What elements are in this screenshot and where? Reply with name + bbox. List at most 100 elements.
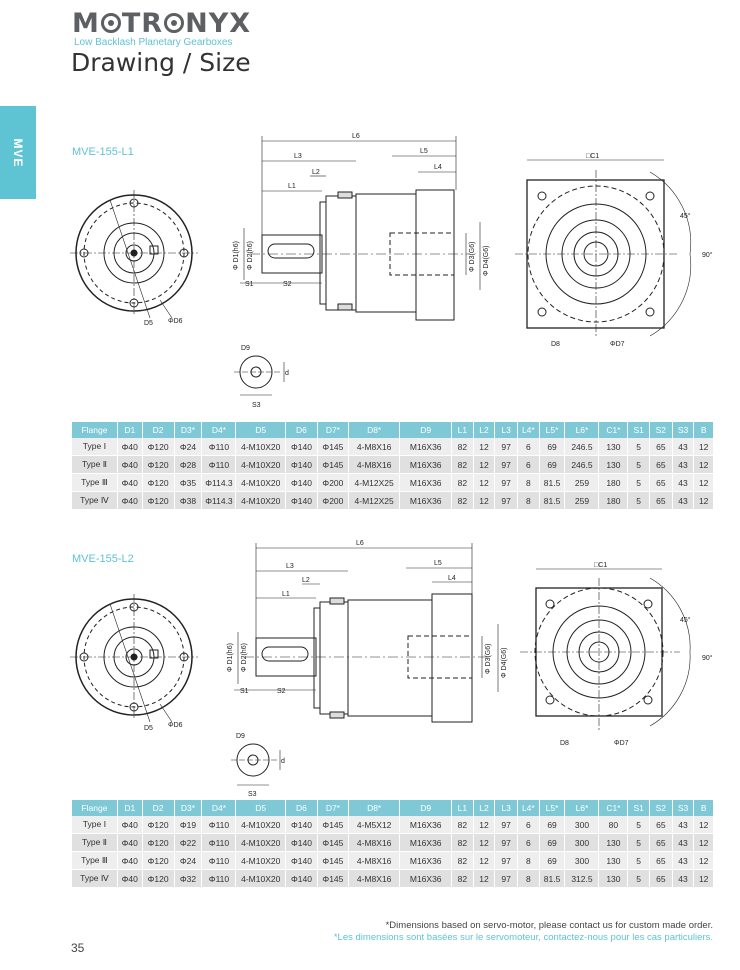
dim-angle-90: 90° xyxy=(702,251,713,259)
dim-d2: Φ D2(h6) xyxy=(241,643,248,672)
col-header: C1* xyxy=(598,422,629,438)
col-header: D5 xyxy=(235,800,286,816)
col-header: L1 xyxy=(451,422,474,438)
table-cell: Φ40 xyxy=(117,833,143,852)
col-header: S2 xyxy=(649,422,673,438)
table-cell: 65 xyxy=(649,816,673,834)
col-header: D4* xyxy=(201,422,237,438)
dim-l3: L3 xyxy=(294,153,302,160)
table-cell: 43 xyxy=(672,455,695,474)
table-cell: 82 xyxy=(451,851,474,870)
table-cell: M16X36 xyxy=(399,833,452,852)
table-cell: 82 xyxy=(451,833,474,852)
col-header: Flange xyxy=(72,422,118,438)
col-header: L6* xyxy=(564,422,600,438)
table-cell: 12 xyxy=(473,869,496,888)
table-cell: 4-M10X20 xyxy=(235,491,286,510)
table-cell: 12 xyxy=(473,816,496,834)
table-cell: 12 xyxy=(693,833,714,852)
table-cell: 246.5 xyxy=(564,438,600,456)
col-header: D3* xyxy=(174,422,203,438)
col-header: S1 xyxy=(627,422,650,438)
table-cell: Φ140 xyxy=(285,491,318,510)
table-cell: Φ200 xyxy=(317,473,349,492)
col-header: D8* xyxy=(348,422,401,438)
table-cell: 5 xyxy=(627,491,650,510)
col-header: S3 xyxy=(672,422,695,438)
dim-s1: S1 xyxy=(245,281,254,288)
dim-l2: L2 xyxy=(302,577,310,584)
model-title-l1: MVE-155-L1 xyxy=(72,146,134,158)
dim-d3: Φ D3(G6) xyxy=(485,644,492,674)
dim-d3: Φ D3(G6) xyxy=(469,242,476,272)
table-cell: 5 xyxy=(627,455,650,474)
col-header: S2 xyxy=(649,800,673,816)
table-cell: 81.5 xyxy=(539,473,566,492)
table-cell: 130 xyxy=(598,833,629,852)
dim-d: d xyxy=(281,758,285,765)
table-cell: 4-M8X16 xyxy=(348,851,401,870)
col-header: S3 xyxy=(672,800,695,816)
dim-s1: S1 xyxy=(240,688,249,695)
footnote-en: *Dimensions based on servo-motor, please… xyxy=(385,920,713,931)
table-cell: 246.5 xyxy=(564,455,600,474)
table-cell: 12 xyxy=(693,473,714,492)
table-cell: Φ120 xyxy=(142,473,175,492)
table-cell: 12 xyxy=(473,473,496,492)
col-header: L6* xyxy=(564,800,600,816)
table-cell: Φ110 xyxy=(201,869,237,888)
table-cell: Φ35 xyxy=(174,473,203,492)
table-cell: Φ24 xyxy=(174,438,203,456)
table-cell: 259 xyxy=(564,491,600,510)
table-cell: 8 xyxy=(517,869,540,888)
table-cell: Φ120 xyxy=(142,491,175,510)
dim-l1: L1 xyxy=(282,591,290,598)
table-cell: Φ32 xyxy=(174,869,203,888)
dim-l4: L4 xyxy=(448,575,456,582)
table-cell: 5 xyxy=(627,869,650,888)
table-cell: 80 xyxy=(598,816,629,834)
table-cell: Φ110 xyxy=(201,816,237,834)
table-cell: Φ120 xyxy=(142,438,175,456)
table-cell: 12 xyxy=(473,455,496,474)
col-header: D5 xyxy=(235,422,286,438)
logo-gear-icon xyxy=(164,13,185,33)
table-cell: 5 xyxy=(627,851,650,870)
table-cell: Φ145 xyxy=(317,869,349,888)
table-cell: 130 xyxy=(598,869,629,888)
table-cell: Φ40 xyxy=(117,869,143,888)
table-cell: Φ19 xyxy=(174,816,203,834)
table-cell: Φ24 xyxy=(174,851,203,870)
col-header: L1 xyxy=(451,800,474,816)
table-cell: 82 xyxy=(451,438,474,456)
table-cell: 259 xyxy=(564,473,600,492)
dim-s3: S3 xyxy=(248,791,257,798)
dim-angle-45: 45° xyxy=(680,616,691,624)
col-header: D9 xyxy=(399,800,452,816)
table-cell: Φ120 xyxy=(142,869,175,888)
table-cell: 12 xyxy=(473,851,496,870)
table-cell: 12 xyxy=(693,816,714,834)
table-cell: Φ120 xyxy=(142,851,175,870)
table-cell: 82 xyxy=(451,455,474,474)
footnote-fr: *Les dimensions sont basées sur le servo… xyxy=(333,932,713,943)
table-cell: 130 xyxy=(598,455,629,474)
dim-d5: D5 xyxy=(144,320,153,327)
table-cell: 43 xyxy=(672,438,695,456)
dim-d4: Φ D4(G6) xyxy=(501,648,508,678)
flange-type-cell: Type Ⅰ xyxy=(72,816,118,834)
table-cell: 4-M10X20 xyxy=(235,473,286,492)
col-header: S1 xyxy=(627,800,650,816)
col-header: D7* xyxy=(317,800,349,816)
table-cell: 69 xyxy=(539,455,566,474)
table-cell: 82 xyxy=(451,491,474,510)
table-cell: 69 xyxy=(539,816,566,834)
dim-d7: ΦD7 xyxy=(614,740,629,747)
table-cell: 97 xyxy=(494,869,518,888)
dim-d9: D9 xyxy=(236,733,245,740)
table-cell: Φ40 xyxy=(117,473,143,492)
